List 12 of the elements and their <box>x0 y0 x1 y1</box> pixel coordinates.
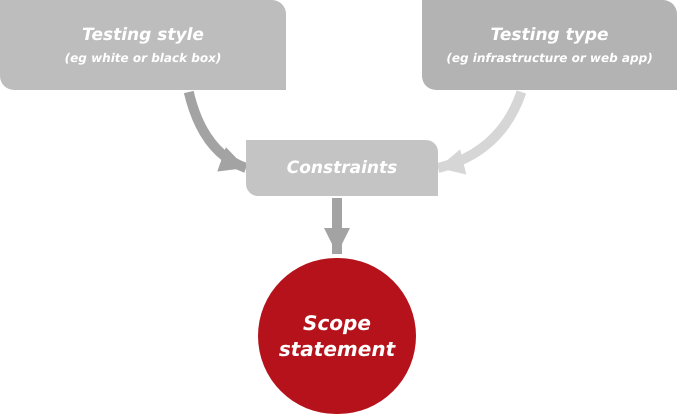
node-title: Constraints <box>286 157 398 180</box>
node-title: Scope statement <box>278 310 397 362</box>
node-title: Testing type <box>490 24 609 47</box>
arrow <box>184 90 248 173</box>
arrow <box>436 90 526 174</box>
process-box <box>246 140 438 196</box>
node-subtitle: (eg white or black box) <box>64 50 222 67</box>
arrow <box>324 198 350 254</box>
node-title: Testing style <box>82 24 204 47</box>
process-box <box>0 0 286 90</box>
process-box <box>422 0 677 90</box>
node-subtitle: (eg infrastructure or web app) <box>446 50 653 67</box>
